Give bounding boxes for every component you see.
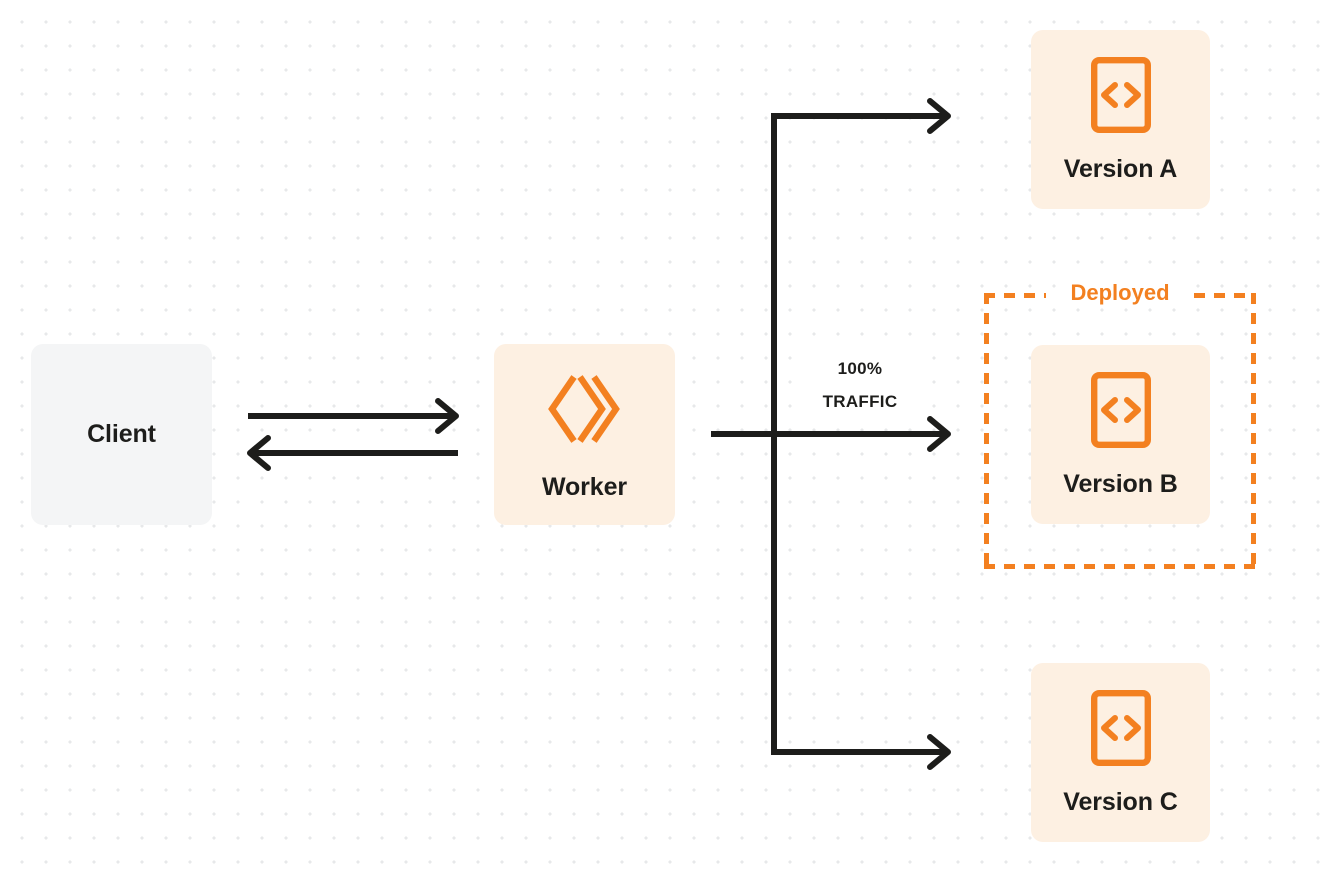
node-version-a-label: Version A [1063, 155, 1178, 183]
node-worker[interactable]: Worker [494, 344, 675, 525]
code-file-icon [1090, 372, 1151, 448]
node-version-a[interactable]: Version A [1031, 30, 1210, 209]
cloudflare-workers-logo-icon [545, 369, 625, 449]
edge-client-to-worker [248, 398, 459, 434]
edge-trunk-to-version-c [771, 734, 951, 770]
node-worker-label: Worker [541, 473, 628, 501]
edge-trunk-to-version-b [927, 416, 951, 452]
node-client[interactable]: Client [31, 344, 212, 525]
deployed-border-left [984, 293, 989, 569]
node-version-b-label: Version B [1063, 470, 1178, 498]
traffic-unit-value: TRAFFIC [822, 392, 898, 412]
edge-trunk-to-version-a [771, 98, 951, 134]
node-version-c[interactable]: Version C [1031, 663, 1210, 842]
deployed-border-bottom [984, 564, 1256, 569]
deployed-border-top-left [984, 293, 1046, 298]
node-client-label: Client [87, 420, 156, 448]
traffic-percentage-label: 100% TRAFFIC [800, 352, 920, 419]
code-file-icon [1090, 690, 1151, 766]
traffic-percent-value: 100% [837, 359, 883, 378]
edge-worker-to-client [247, 435, 458, 471]
node-version-c-label: Version C [1063, 788, 1178, 816]
group-deployed-label: Deployed [1060, 280, 1180, 307]
deployed-border-top-right [1194, 293, 1256, 298]
group-deployed: Deployed [984, 280, 1256, 569]
edge-worker-to-versions-trunk [711, 116, 944, 752]
code-file-icon [1090, 57, 1151, 133]
node-version-b[interactable]: Version B [1031, 345, 1210, 524]
deployed-border-right [1251, 293, 1256, 569]
